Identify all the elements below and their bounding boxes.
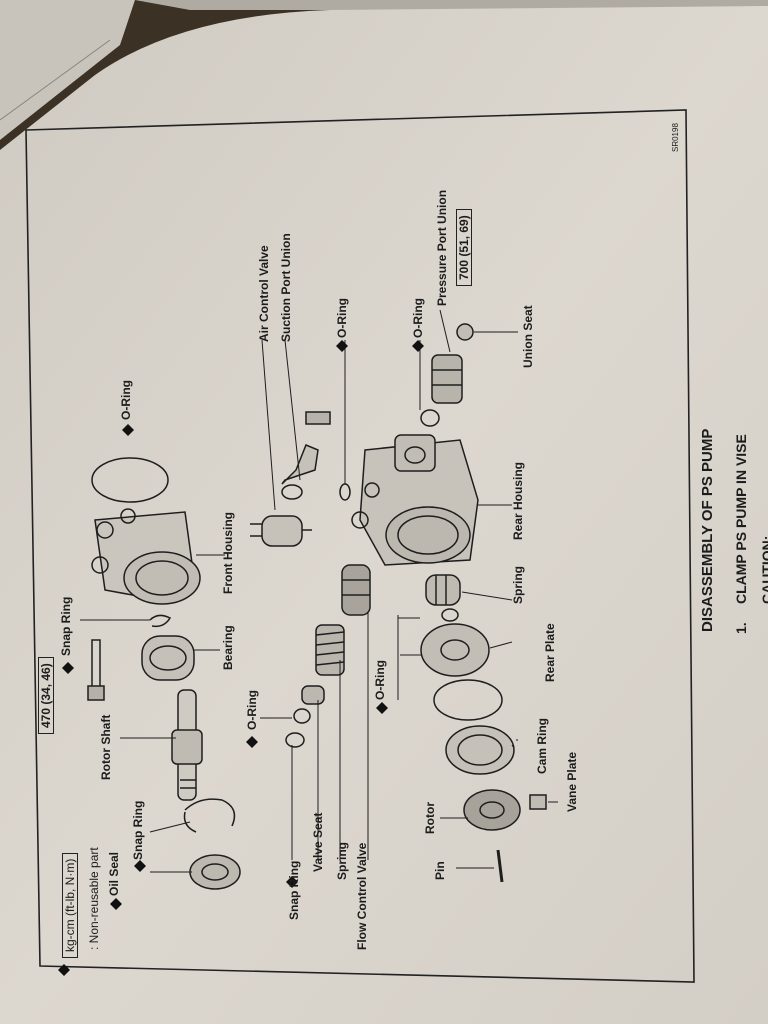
label-snap-ring-2: Snap Ring — [59, 596, 73, 656]
rotor-part — [463, 789, 521, 831]
label-snap-ring-1: Snap Ring — [131, 800, 145, 860]
torque-spec-shaft: 470 (34, 46) — [38, 657, 54, 734]
label-rear-plate: Rear Plate — [543, 623, 557, 682]
label-valve-seat: Valve Seat — [311, 812, 325, 872]
spring-part — [315, 624, 345, 676]
label-flow-control-valve: Flow Control Valve — [355, 842, 369, 950]
cam-ring-part — [445, 725, 515, 775]
label-pressure-port-union: Pressure Port Union — [435, 189, 449, 306]
bearing-part — [141, 635, 195, 681]
spring-rear-part — [425, 574, 461, 606]
label-vane-plate: Vane Plate — [565, 751, 579, 812]
label-suction-port-union: Suction Port Union — [279, 233, 293, 342]
label-rotor-shaft: Rotor Shaft — [99, 714, 113, 780]
section-heading: DISASSEMBLY OF PS PUMP — [699, 428, 716, 632]
label-o-ring-rear: O-Ring — [373, 660, 387, 700]
figure-frame — [25, 109, 695, 983]
o-ring-valve-part — [293, 708, 311, 724]
o-ring-spring-part — [441, 608, 459, 622]
snap-ring-part — [183, 798, 236, 833]
back-page — [0, 0, 135, 140]
label-o-ring-1: O-Ring — [119, 380, 133, 420]
label-bearing: Bearing — [221, 625, 235, 670]
air-control-valve-part — [250, 515, 312, 547]
label-snap-ring-3: Snap Ring — [287, 860, 301, 920]
label-oil-seal: Oil Seal — [107, 851, 121, 896]
label-pin: Pin — [433, 861, 447, 880]
legend-units: kg-cm (ft-lb, N·m) — [62, 852, 78, 958]
front-housing-part — [91, 508, 201, 605]
leader-lines — [80, 309, 558, 873]
vane-plate-part — [529, 794, 547, 810]
suction-port-union-part — [281, 411, 331, 500]
rear-housing-part — [351, 434, 479, 566]
snap-ring-valve-part — [285, 732, 305, 748]
o-ring-rear-part — [433, 679, 503, 721]
oil-seal-part — [189, 854, 241, 890]
label-rear-housing: Rear Housing — [511, 461, 525, 540]
legend-non-reusable: : Non-reusable part — [87, 847, 101, 950]
valve-seat-part — [301, 685, 325, 705]
exploded-diagram — [80, 309, 558, 890]
rotor-shaft-part — [171, 689, 203, 801]
non-reusable-markers — [58, 340, 424, 976]
o-ring-large-part — [91, 457, 169, 503]
caution-text: CAUTION: — [759, 535, 768, 604]
flow-control-valve-part — [341, 564, 371, 616]
label-o-ring-pressure: O-Ring — [411, 298, 425, 338]
torque-spec-pressure-port: 700 (51, 69) — [456, 209, 472, 286]
label-o-ring-valve: O-Ring — [245, 690, 259, 730]
step-text: CLAMP PS PUMP IN VISE — [733, 434, 749, 604]
bolt-part — [87, 639, 105, 701]
label-rotor: Rotor — [423, 802, 437, 834]
label-o-ring-suction: O-Ring — [335, 298, 349, 338]
page-edge-line — [0, 39, 111, 121]
label-front-housing: Front Housing — [221, 512, 235, 594]
label-spring-1: Spring — [335, 842, 349, 880]
label-air-control-valve: Air Control Valve — [257, 245, 271, 342]
pin-part — [496, 849, 504, 883]
union-seat-part — [456, 323, 474, 341]
label-spring-2: Spring — [511, 566, 525, 604]
rear-plate-part — [420, 623, 490, 677]
label-cam-ring: Cam Ring — [535, 717, 549, 774]
figure-code: SR0198 — [671, 123, 680, 152]
o-ring-pressure-part — [420, 409, 440, 427]
pressure-port-union-part — [431, 354, 463, 404]
label-union-seat: Union Seat — [521, 305, 535, 368]
small-snap-ring-part — [149, 614, 172, 628]
step-number: 1. — [733, 622, 749, 634]
